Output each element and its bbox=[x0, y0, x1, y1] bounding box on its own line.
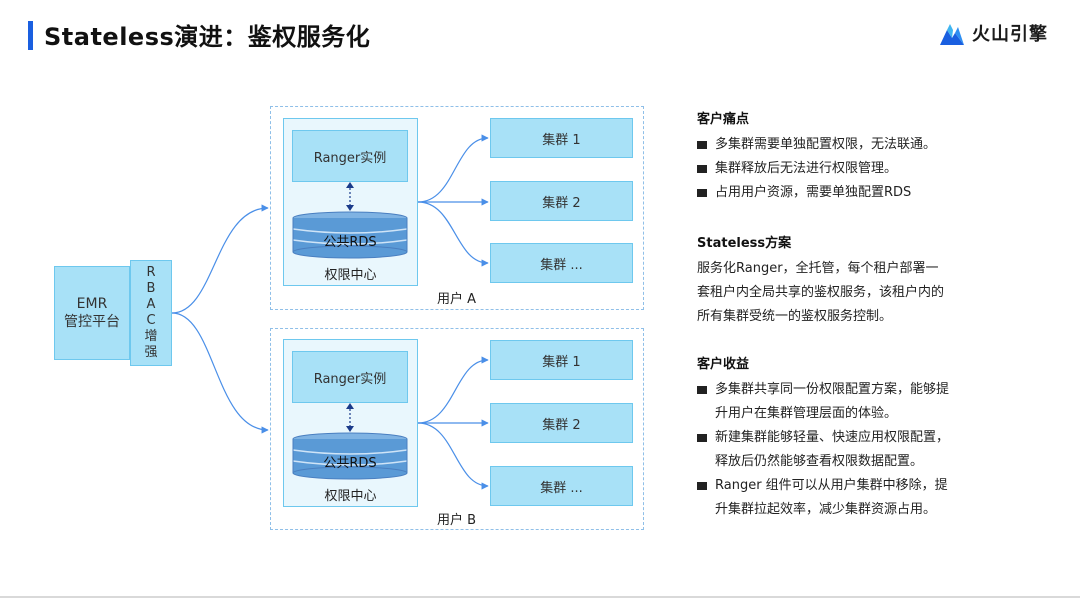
emr-control-platform: EMR 管控平台 bbox=[54, 266, 130, 360]
benefit-text: 多集群共享同一份权限配置方案，能够提升用户在集群管理层面的体验。 bbox=[715, 378, 949, 426]
list-item: 多集群共享同一份权限配置方案，能够提升用户在集群管理层面的体验。 bbox=[697, 378, 987, 426]
bullet-square-icon bbox=[697, 165, 707, 173]
bullet-square-icon bbox=[697, 141, 707, 149]
benefits-section: 客户收益 多集群共享同一份权限配置方案，能够提升用户在集群管理层面的体验。 新建… bbox=[697, 353, 987, 522]
bullet-square-icon bbox=[697, 482, 707, 490]
public-rds-label: 公共RDS bbox=[323, 235, 377, 250]
user-b-group bbox=[270, 328, 644, 530]
user-a-group bbox=[270, 106, 644, 310]
list-item: 占用用户资源，需要单独配置RDS bbox=[697, 181, 987, 205]
benefits-heading: 客户收益 bbox=[697, 357, 750, 372]
cluster-a-1: 集群 1 bbox=[490, 118, 633, 158]
benefit-line: 升集群拉起效率，减少集群资源占用。 bbox=[715, 502, 937, 517]
cluster-b-2: 集群 2 bbox=[490, 403, 633, 443]
cluster-a-2: 集群 2 bbox=[490, 181, 633, 221]
permission-center-label: 权限中心 bbox=[324, 268, 377, 283]
solution-line: 所有集群受统一的鉴权服务控制。 bbox=[697, 309, 893, 324]
permission-center-label: 权限中心 bbox=[324, 489, 377, 504]
rbac-letter: B bbox=[146, 281, 156, 296]
user-a-label: 用户 A bbox=[437, 292, 477, 307]
ranger-instance-a: Ranger实例 bbox=[292, 130, 408, 182]
solution-line: 套租户内全局共享的鉴权服务，该租户内的 bbox=[697, 285, 945, 300]
footer-divider bbox=[0, 596, 1080, 598]
page-title: Stateless演进：鉴权服务化 bbox=[44, 23, 371, 51]
rbac-letter: 增 bbox=[144, 329, 158, 344]
benefit-line: Ranger 组件可以从用户集群中移除，提 bbox=[715, 478, 948, 493]
list-item: 多集群需要单独配置权限，无法联通。 bbox=[697, 133, 987, 157]
list-item: 集群释放后无法进行权限管理。 bbox=[697, 157, 987, 181]
solution-heading: Stateless方案 bbox=[697, 236, 792, 251]
rbac-letter: C bbox=[146, 313, 156, 328]
benefit-line: 新建集群能够轻量、快速应用权限配置， bbox=[715, 430, 950, 445]
benefit-line: 多集群共享同一份权限配置方案，能够提 bbox=[715, 382, 950, 397]
cluster-b-1: 集群 1 bbox=[490, 340, 633, 380]
rbac-letter: R bbox=[146, 265, 156, 280]
rbac-enhancement: R B A C 增 强 bbox=[130, 260, 172, 366]
volcano-logo-icon bbox=[940, 24, 964, 45]
pain-text: 多集群需要单独配置权限，无法联通。 bbox=[715, 137, 937, 152]
emr-to-user-b-arrow bbox=[171, 312, 269, 434]
brand-logo: 火山引擎 bbox=[938, 20, 1048, 46]
pain-text: 占用用户资源，需要单独配置RDS bbox=[715, 185, 912, 200]
rbac-letter: 强 bbox=[144, 345, 158, 360]
cluster-b-more: 集群 ... bbox=[490, 466, 633, 506]
rds-database-b-icon bbox=[292, 403, 408, 480]
pain-text: 集群释放后无法进行权限管理。 bbox=[715, 161, 898, 176]
user-b-label: 用户 B bbox=[437, 513, 477, 528]
title-accent-bar bbox=[28, 21, 33, 50]
benefit-line: 释放后仍然能够查看权限数据配置。 bbox=[715, 454, 924, 469]
solution-line: 服务化Ranger，全托管，每个租户部署一 bbox=[697, 261, 939, 276]
bullet-square-icon bbox=[697, 434, 707, 442]
pain-points-heading: 客户痛点 bbox=[697, 112, 750, 127]
benefit-text: Ranger 组件可以从用户集群中移除，提升集群拉起效率，减少集群资源占用。 bbox=[715, 474, 948, 522]
brand-name: 火山引擎 bbox=[972, 24, 1048, 45]
cluster-a-more: 集群 ... bbox=[490, 243, 633, 283]
solution-section: Stateless方案 服务化Ranger，全托管，每个租户部署一 套租户内全局… bbox=[697, 232, 987, 329]
pain-points-section: 客户痛点 多集群需要单独配置权限，无法联通。 集群释放后无法进行权限管理。 占用… bbox=[697, 108, 987, 205]
emr-to-user-a-arrow bbox=[171, 204, 269, 314]
list-item: Ranger 组件可以从用户集群中移除，提升集群拉起效率，减少集群资源占用。 bbox=[697, 474, 987, 522]
public-rds-label: 公共RDS bbox=[323, 456, 377, 471]
list-item: 新建集群能够轻量、快速应用权限配置， 释放后仍然能够查看权限数据配置。 bbox=[697, 426, 987, 474]
emr-label: EMR bbox=[76, 296, 108, 312]
bullet-square-icon bbox=[697, 189, 707, 197]
ranger-instance-b: Ranger实例 bbox=[292, 351, 408, 403]
rds-database-a-icon bbox=[292, 182, 408, 259]
bullet-square-icon bbox=[697, 386, 707, 394]
rbac-letter: A bbox=[146, 297, 156, 312]
benefit-text: 新建集群能够轻量、快速应用权限配置， 释放后仍然能够查看权限数据配置。 bbox=[715, 426, 949, 474]
benefit-line: 升用户在集群管理层面的体验。 bbox=[715, 406, 898, 421]
control-platform-label: 管控平台 bbox=[64, 314, 120, 330]
